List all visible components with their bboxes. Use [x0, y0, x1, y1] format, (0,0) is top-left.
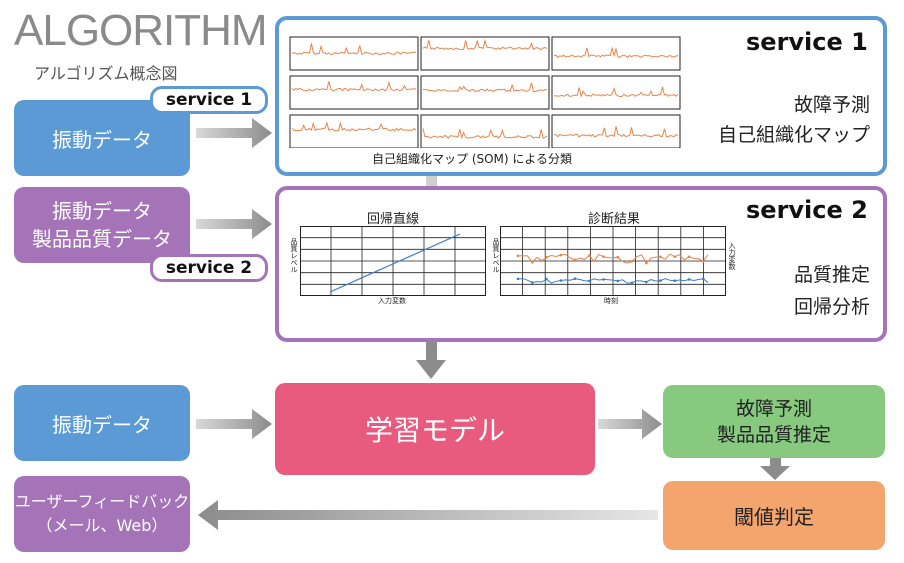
- service2-text-1: 品質推定: [793, 264, 870, 286]
- arrow-vibration-to-model: [196, 409, 272, 439]
- som-series-line: [291, 121, 417, 132]
- som-caption: 自己組織化マップ (SOM) による分類: [372, 152, 573, 166]
- regression-chart-title: 回帰直線: [367, 212, 420, 227]
- quality-estimation-label: 製品品質推定: [716, 423, 831, 446]
- threshold-box: 閾値判定: [663, 481, 885, 550]
- threshold-label: 閾値判定: [734, 505, 814, 529]
- service2-tag: service 2: [150, 254, 268, 282]
- som-series-line: [422, 128, 548, 140]
- diagnosis-chart: [500, 226, 726, 296]
- learning-model-box: 学習モデル: [275, 383, 595, 475]
- regression-x-label: 入力変数: [378, 297, 406, 305]
- quality-series-line: [517, 253, 709, 264]
- vibration-data-box-1: 振動データ: [14, 100, 190, 176]
- service2-text-2: 回帰分析: [793, 296, 870, 318]
- user-feedback-box: ユーザーフィードバック （メール、Web）: [14, 476, 190, 552]
- vibration-data-label-1: 振動データ: [52, 127, 152, 152]
- diagnosis-y2-label: 入力変数: [728, 242, 736, 270]
- som-series-line: [553, 126, 679, 138]
- regression-y-label: 品質レベル: [290, 238, 298, 273]
- som-chart: [289, 36, 681, 148]
- service1-heading: service 1: [746, 28, 868, 56]
- service2-heading: service 2: [746, 196, 868, 224]
- som-panel: [289, 36, 419, 71]
- som-panel: [551, 75, 681, 110]
- som-panel: [420, 75, 550, 110]
- quality-data-label: 製品品質データ: [32, 227, 172, 251]
- som-panel: [289, 114, 419, 148]
- service1-tag: service 1: [150, 86, 268, 114]
- feedback-channels-label: （メール、Web）: [36, 516, 168, 535]
- input-series-line: [517, 278, 709, 284]
- som-series-line: [422, 82, 548, 93]
- som-panel: [551, 114, 681, 148]
- service1-text-1: 故障予測: [793, 94, 870, 116]
- som-series-line: [291, 43, 417, 56]
- diagnosis-chart-title: 診断結果: [588, 212, 641, 227]
- input-point: [516, 277, 520, 281]
- failure-prediction-label: 故障予測: [735, 397, 812, 420]
- arrow-model-to-result: [598, 409, 662, 439]
- som-panel: [420, 36, 550, 71]
- som-panel: [551, 36, 681, 71]
- som-series-line: [422, 38, 548, 51]
- page-title: ALGORITHM: [14, 6, 268, 55]
- vibration-quality-data-box: 振動データ 製品品質データ: [14, 187, 190, 263]
- service-connector: [426, 176, 437, 188]
- diagnosis-y-label: 品質レベル: [492, 238, 500, 273]
- vibration-data-label-3: 振動データ: [52, 412, 152, 437]
- page-subtitle: アルゴリズム概念図: [34, 64, 178, 83]
- arrow-service2-to-model: [416, 342, 446, 379]
- vibration-data-box-3: 振動データ: [14, 385, 190, 461]
- som-panel: [289, 75, 419, 110]
- arrow-result-to-threshold: [760, 458, 790, 480]
- som-series-line: [553, 46, 679, 59]
- service2-tag-label: service 2: [165, 258, 253, 278]
- service1-text-2: 自己組織化マップ: [717, 124, 870, 146]
- diagnosis-x-label: 時刻: [604, 297, 618, 305]
- prediction-box: 故障予測 製品品質推定: [663, 385, 885, 458]
- feedback-label: ユーザーフィードバック: [14, 492, 190, 511]
- regression-chart: [300, 226, 486, 296]
- learning-model-label: 学習モデル: [364, 414, 505, 447]
- regression-line: [329, 233, 461, 293]
- arrow-vibration-to-service1: [196, 118, 272, 148]
- som-panel: [420, 114, 550, 148]
- arrow-vibration-to-service2: [196, 209, 272, 239]
- service1-tag-label: service 1: [165, 90, 253, 110]
- arrow-threshold-to-feedback: [198, 500, 658, 530]
- som-series-line: [291, 80, 417, 92]
- vibration-data-label-2: 振動データ: [52, 199, 152, 223]
- som-series-line: [553, 86, 679, 99]
